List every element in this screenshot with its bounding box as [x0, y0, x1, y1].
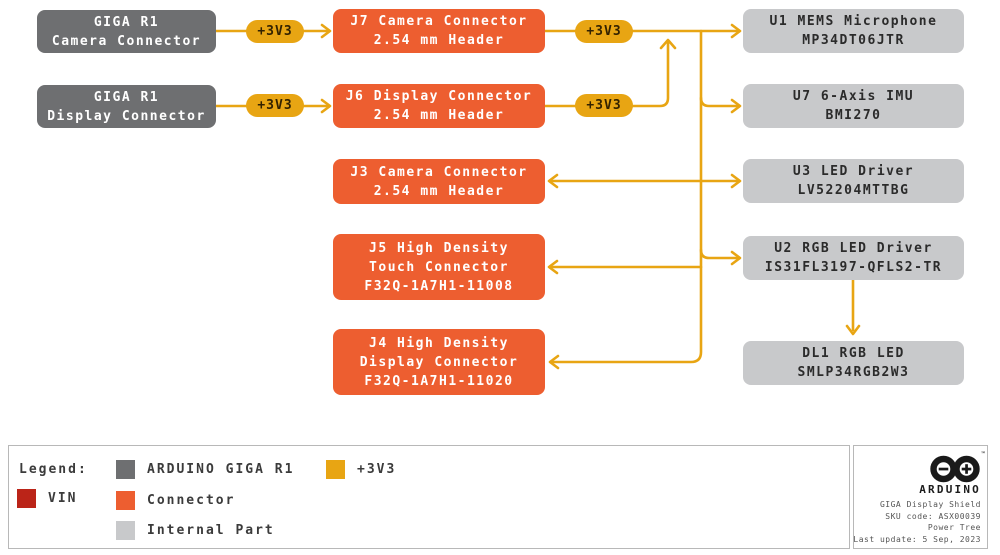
legend-swatch-3v3 [326, 460, 345, 479]
node-line: U1 MEMS Microphone [769, 14, 938, 29]
node-u1-mems-microphone: U1 MEMS Microphone MP34DT06JTR [743, 9, 964, 53]
node-line: Display Connector [359, 354, 519, 370]
doc-sku: SKU code: ASX00039 [885, 511, 981, 521]
node-j7-camera-connector: J7 Camera Connector 2.54 mm Header [333, 9, 545, 53]
node-u2-rgb-led-driver: U2 RGB LED Driver IS31FL3197-QFLS2-TR [743, 236, 964, 280]
node-giga-r1-display-connector: GIGA R1 Display Connector [37, 85, 216, 128]
legend-label: VIN [48, 491, 78, 506]
plus-3v3-badge: +3V3 [575, 20, 633, 43]
node-line: Camera Connector [51, 33, 202, 49]
node-dl1-rgb-led: DL1 RGB LED SMLP34RGB2W3 [743, 341, 964, 385]
node-giga-r1-camera-connector: GIGA R1 Camera Connector [37, 10, 216, 53]
node-line: SMLP34RGB2W3 [797, 365, 910, 380]
legend-swatch-connector [116, 491, 135, 510]
legend-label: Internal Part [147, 523, 275, 538]
node-line: F32Q-1A7H1-11020 [364, 373, 514, 389]
node-line: J4 High Density [369, 335, 509, 351]
node-line: F32Q-1A7H1-11008 [364, 278, 514, 294]
plus-3v3-badge: +3V3 [575, 94, 633, 117]
legend-title: Legend: [19, 462, 88, 477]
node-j5-touch-connector: J5 High Density Touch Connector F32Q-1A7… [333, 234, 545, 300]
node-line: 2.54 mm Header [373, 108, 505, 123]
legend-item-vin: VIN [17, 489, 77, 508]
brand-wordmark: ARDUINO [919, 483, 981, 496]
node-line: J6 Display Connector [345, 89, 533, 104]
legend-panel: Legend: ARDUINO GIGA R1 +3V3 VIN Connect… [8, 445, 850, 549]
trademark-symbol: ™ [981, 451, 985, 458]
node-j6-display-connector: J6 Display Connector 2.54 mm Header [333, 84, 545, 128]
node-line: J5 High Density [369, 240, 509, 256]
node-line: GIGA R1 [93, 89, 160, 105]
node-line: J3 Camera Connector [350, 164, 528, 180]
legend-item-internal-part: Internal Part [116, 521, 275, 540]
node-line: U2 RGB LED Driver [774, 241, 933, 256]
arduino-logo-icon [930, 455, 980, 483]
node-line: 2.54 mm Header [373, 183, 505, 199]
legend-item-3v3: +3V3 [326, 460, 396, 479]
node-line: Display Connector [47, 108, 206, 124]
node-line: LV52204MTTBG [797, 183, 910, 198]
node-j3-camera-connector: J3 Camera Connector 2.54 mm Header [333, 159, 545, 204]
legend-item-giga-r1: ARDUINO GIGA R1 [116, 460, 294, 479]
plus-3v3-badge: +3V3 [246, 20, 304, 43]
legend-swatch-internal-part [116, 521, 135, 540]
node-line: GIGA R1 [93, 14, 160, 30]
doc-last-update: Last update: 5 Sep, 2023 [853, 534, 981, 544]
node-line: DL1 RGB LED [802, 346, 905, 361]
legend-swatch-vin [17, 489, 36, 508]
node-line: U7 6-Axis IMU [792, 89, 915, 104]
document-info: GIGA Display Shield SKU code: ASX00039 P… [853, 499, 981, 545]
node-line: MP34DT06JTR [802, 33, 905, 48]
node-line: U3 LED Driver [792, 164, 915, 179]
node-u7-imu: U7 6-Axis IMU BMI270 [743, 84, 964, 128]
node-line: Touch Connector [369, 259, 509, 275]
doc-type: Power Tree [927, 523, 981, 532]
legend-label: +3V3 [357, 462, 397, 477]
legend-label: ARDUINO GIGA R1 [147, 462, 295, 477]
node-line: 2.54 mm Header [373, 33, 505, 48]
brand-panel: ™ ARDUINO GIGA Display Shield SKU code: … [853, 445, 988, 549]
doc-title: GIGA Display Shield [879, 500, 981, 509]
legend-swatch-giga-r1 [116, 460, 135, 479]
node-line: IS31FL3197-QFLS2-TR [764, 260, 943, 275]
node-u3-led-driver: U3 LED Driver LV52204MTTBG [743, 159, 964, 203]
legend-label: Connector [147, 493, 236, 508]
plus-3v3-badge: +3V3 [246, 94, 304, 117]
node-line: J7 Camera Connector [350, 14, 528, 29]
node-j4-display-connector: J4 High Density Display Connector F32Q-1… [333, 329, 545, 395]
node-line: BMI270 [825, 108, 882, 123]
legend-item-connector: Connector [116, 491, 235, 510]
